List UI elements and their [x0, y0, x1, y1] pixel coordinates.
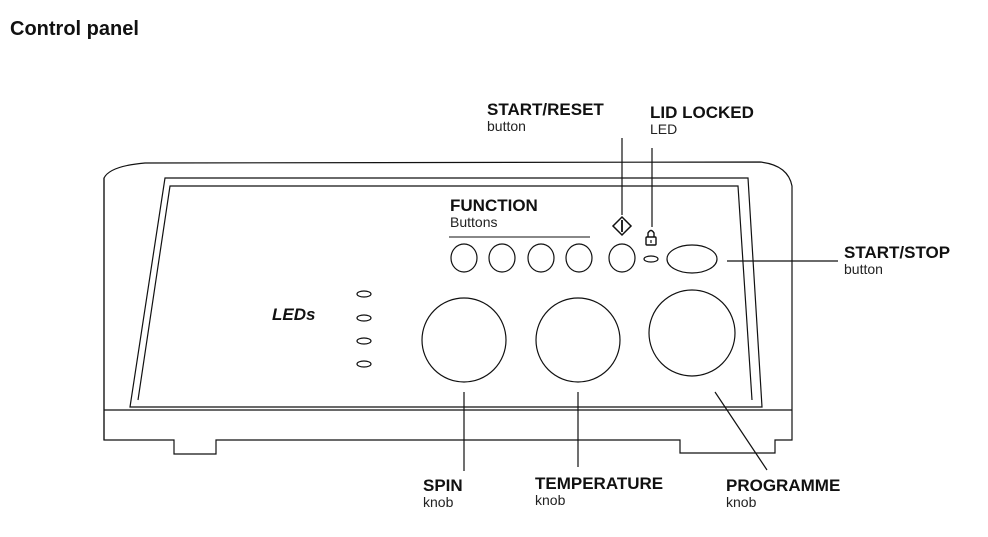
lid-locked-sub: LED: [650, 120, 678, 137]
temperature-title: TEMPERATURE: [535, 474, 664, 493]
start-reset-sub: button: [487, 117, 526, 134]
led-1: [356, 290, 372, 298]
programme-label: PROGRAMME knob: [726, 477, 840, 510]
function-label: FUNCTION Buttons: [450, 197, 538, 230]
programme-leader: [714, 391, 768, 471]
function-button-4[interactable]: [565, 243, 593, 273]
spin-sub: knob: [423, 493, 454, 510]
panel-housing: [103, 161, 793, 455]
led-4: [356, 360, 372, 368]
start-reset-button[interactable]: [608, 243, 636, 273]
led-3: [356, 337, 372, 345]
spin-title: SPIN: [423, 476, 463, 495]
function-button-2[interactable]: [488, 243, 516, 273]
lid-locked-led: [643, 255, 659, 263]
start-reset-diamond-icon: [611, 215, 633, 237]
start-reset-title: START/RESET: [487, 100, 604, 119]
function-button-3[interactable]: [527, 243, 555, 273]
temperature-sub: knob: [535, 491, 566, 508]
temperature-label: TEMPERATURE knob: [535, 475, 663, 508]
function-sub: Buttons: [450, 213, 498, 230]
programme-knob[interactable]: [648, 289, 736, 377]
programme-title: PROGRAMME: [726, 476, 841, 495]
temperature-knob[interactable]: [535, 297, 621, 383]
start-reset-label: START/RESET button: [487, 101, 604, 134]
page-title: Control panel: [10, 18, 139, 40]
programme-sub: knob: [726, 493, 757, 510]
lid-locked-title: LID LOCKED: [650, 103, 754, 122]
function-title: FUNCTION: [450, 196, 538, 215]
function-button-1[interactable]: [450, 243, 478, 273]
start-stop-title: START/STOP: [844, 243, 951, 262]
leds-label: LEDs: [272, 305, 316, 324]
led-2: [356, 314, 372, 322]
start-stop-label: START/STOP button: [844, 244, 950, 277]
start-stop-button[interactable]: [666, 244, 718, 274]
padlock-icon: [645, 229, 657, 246]
start-stop-sub: button: [844, 260, 883, 277]
panel-face-inner: [137, 185, 753, 401]
panel-face: [129, 177, 763, 408]
spin-label: SPIN knob: [423, 477, 463, 510]
lid-locked-label: LID LOCKED LED: [650, 104, 754, 137]
spin-knob[interactable]: [421, 297, 507, 383]
